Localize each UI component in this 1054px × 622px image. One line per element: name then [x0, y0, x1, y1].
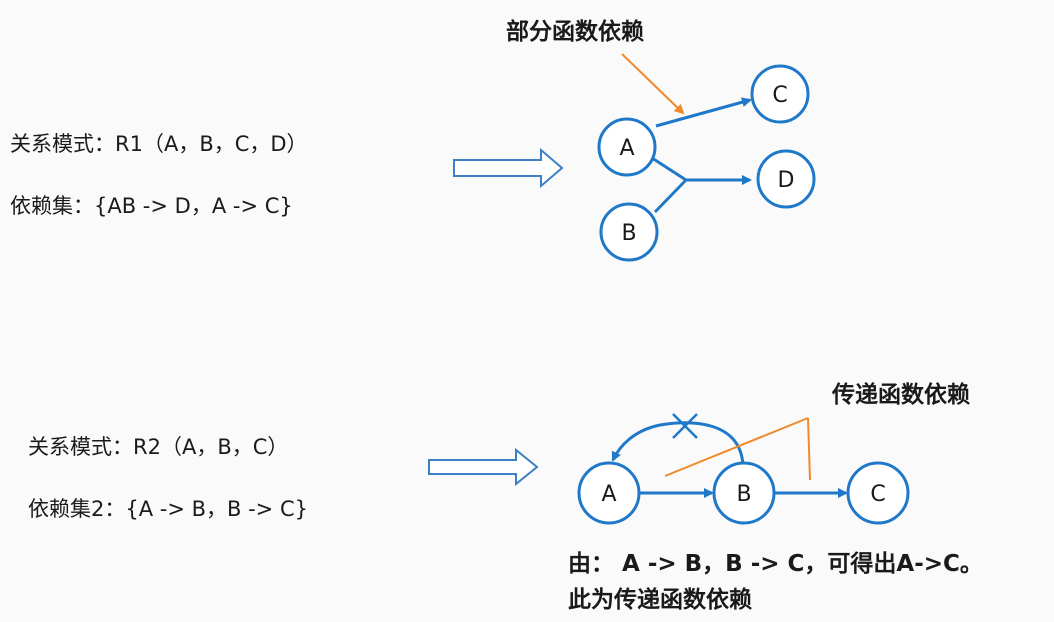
- r1-node-a: A: [597, 117, 657, 177]
- annotation-pointer-line: [621, 53, 685, 115]
- edge-b-to-merge: [653, 178, 688, 214]
- r2-node-a-label: A: [601, 482, 616, 507]
- r2-node-a: A: [577, 461, 641, 525]
- r1-node-c-label: C: [772, 83, 787, 108]
- annotation-pointer-line: [664, 417, 809, 477]
- r2-explanation-line2: 此为传递函数依赖: [568, 587, 752, 613]
- r1-node-b: B: [599, 202, 659, 262]
- r1-node-d: D: [756, 149, 816, 209]
- r1-dependency-set-text: 依赖集：{AB -> D，A -> C}: [10, 194, 293, 218]
- r1-annotation-label: 部分函数依赖: [506, 19, 644, 45]
- hollow-arrow-icon: [428, 447, 539, 487]
- r2-explanation-line1: 由： A -> B，B -> C，可得出A->C。: [568, 551, 983, 577]
- r2-dependency-set-text: 依赖集2：{A -> B，B -> C}: [28, 497, 308, 521]
- edge-b-to-a-curved: [611, 421, 745, 466]
- cross-icon: [672, 413, 698, 439]
- r2-node-c-label: C: [870, 482, 885, 507]
- edge-a-to-c: [655, 97, 752, 128]
- r2-node-c: C: [846, 461, 910, 525]
- r2-node-b-label: B: [736, 482, 751, 507]
- r2-node-b: B: [712, 461, 776, 525]
- r1-node-b-label: B: [621, 221, 636, 246]
- r1-schema-text: 关系模式：R1（A，B，C，D）: [10, 132, 308, 156]
- r1-node-c: C: [750, 64, 810, 124]
- r1-node-d-label: D: [778, 168, 795, 193]
- hollow-arrow-icon: [453, 147, 564, 189]
- annotation-pointer-line: [807, 417, 811, 481]
- r2-annotation-label: 传递函数依赖: [832, 382, 970, 408]
- r2-schema-text: 关系模式：R2（A，B，C）: [28, 435, 289, 459]
- r1-node-a-label: A: [619, 136, 634, 161]
- edge-a-to-merge: [651, 156, 687, 182]
